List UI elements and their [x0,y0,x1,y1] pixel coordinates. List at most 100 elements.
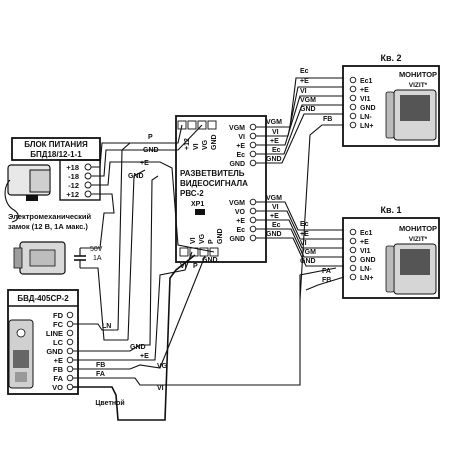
ds-pin-plus-e: +E [54,356,63,365]
power-title-2: БПД18/12-1-1 [30,150,82,159]
power-title-box [11,137,101,161]
power-screw-terminals [84,163,92,198]
apartment-2-monitor: Кв. 2 МОНИТОР VIZIT* Ec1 +E VI1 GND LN- … [342,53,440,147]
wire-label-vi-ds: VI [157,385,164,392]
wire-label-plus-e-1: +E [300,231,309,238]
ds-pin-fa: FA [53,374,63,383]
sp-mid-ec: Ec [236,227,245,234]
wire-label-gnd-sp1: GND [266,231,282,238]
wire-label-gnd-top: GND [143,147,159,154]
capacitor-icon [74,248,86,268]
apt1-pin-vi1: VI1 [360,248,371,255]
apt1-pin-ln-minus: LN- [360,266,372,273]
wire-label-fa-ds: FA [96,371,105,378]
door-station-unit: БВД-405СР-2 FD FC LINE LC GND +E FB FA V… [7,289,125,407]
wire-label-fa-1: FA [322,268,331,275]
wire-label-gnd-ds: GND [130,344,146,351]
power-terminal-block [59,159,101,201]
apt1-monitor-icon [385,243,437,295]
wire-label-vg: VG [157,363,168,370]
splitter-title-3: РВС-2 [180,189,204,198]
apt2-monitor-1: МОНИТОР [399,70,437,79]
lock-current: 1A [93,255,102,262]
apt2-monitor-2: VIZIT* [409,82,428,89]
apt2-title: Кв. 2 [380,53,401,63]
wire-label-plus-e-2: +E [300,78,309,85]
apt2-pin-vi1: VI1 [360,96,371,103]
wire-label-plus-e-sp1: +E [270,213,279,220]
apt1-pin-gnd: GND [360,257,376,264]
power-adapter-icon [4,164,51,223]
power-supply-unit: БЛОК ПИТАНИЯ БПД18/12-1-1 +18 -18 -12 +1… [4,137,101,223]
ds-pin-fb: FB [53,365,64,374]
sp-mid-vo: VO [235,209,246,216]
sp-top-ec: Ec [236,152,245,159]
apt2-pin-plus-e: +E [360,87,369,94]
ds-pin-line: LINE [46,329,63,338]
door-station-title: БВД-405СР-2 [17,294,69,303]
apt1-box [342,217,440,299]
apt2-terminals [349,76,357,129]
wire-label-ec-1: Ec [300,221,309,228]
apt1-title: Кв. 1 [380,205,401,215]
wire-label-ln: LN [102,323,111,330]
ds-terminals [66,311,74,391]
sp-top-gnd: GND [229,161,245,168]
wire-label-fb-2: FB [323,116,332,123]
ds-pin-fd: FD [53,311,64,320]
wire-label-gnd-sp: GND [266,156,282,163]
sp-mid-plus-e: +E [236,218,245,225]
sp-top-plus-e: +E [236,143,245,150]
wire-label-ec-2: Ec [300,68,309,75]
wire-label-p-bottom: P [193,263,198,270]
sp-top-terminals [249,123,257,167]
power-pin-minus18: -18 [68,172,79,181]
lock-icon [13,241,66,275]
wire-label-vgm-sp1: VGM [266,195,282,202]
splitter-box [175,115,267,263]
wire-label-plus-e-top: +E [140,160,149,167]
wire-labels: P GND +E GND LN GND +E VG FB FA VI VI P … [96,68,332,392]
apt2-box [342,65,440,147]
sp-mid-terminals [249,198,257,242]
lock-title-1: Электромеханический [8,212,92,221]
sp-mid-gnd: GND [229,236,245,243]
apt1-pin-ec1: Ec1 [360,230,373,237]
door-panel-icon [8,319,34,389]
wire-label-vgm-1: VGM [300,249,316,256]
apt1-pin-ln-plus: LN+ [360,275,373,282]
splitter-title-2: ВИДЕОСИГНАЛА [180,179,248,188]
sp-vpin-vi: VI [193,143,200,150]
wire-label-vi-2: VI [300,88,307,95]
wire-label-vi-1: VI [300,240,307,247]
apt2-monitor-icon [385,89,437,141]
wire-label-p: P [148,134,153,141]
apt1-terminals [349,228,357,281]
power-pin-minus12: -12 [68,181,79,190]
ds-color-note: Цветной [95,399,124,407]
splitter-top-screws [177,120,217,130]
sp-bpin-vg: VG [199,233,206,244]
wire-label-ec-sp: Ec [272,147,281,154]
sp-vpin-plus12: +12 [184,138,191,150]
wire-label-vgm-sp: VGM [266,119,282,126]
apt1-pin-plus-e: +E [360,239,369,246]
sp-bpin-vi: VI [190,237,197,244]
wire-label-fb-1: FB [322,277,331,284]
ds-pin-lc: LC [53,338,64,347]
ds-pin-vo: VO [52,383,63,392]
ds-pin-gnd: GND [46,347,63,356]
wire-label-gnd-mid: GND [128,173,144,180]
wire-label-vi-bottom: VI [180,263,187,270]
apt2-pin-ec1: Ec1 [360,78,373,85]
door-station-box [7,289,79,395]
wires [73,77,345,421]
wire-label-vgm-2: VGM [300,97,316,104]
sp-top-vi: VI [238,134,245,141]
wire-label-vi-sp: VI [272,129,279,136]
wire-label-ec-sp1: Ec [272,222,281,229]
sp-vpin-vg: VG [202,139,209,150]
power-pin-plus12: +12 [66,190,79,199]
apt2-pin-gnd: GND [360,105,376,112]
